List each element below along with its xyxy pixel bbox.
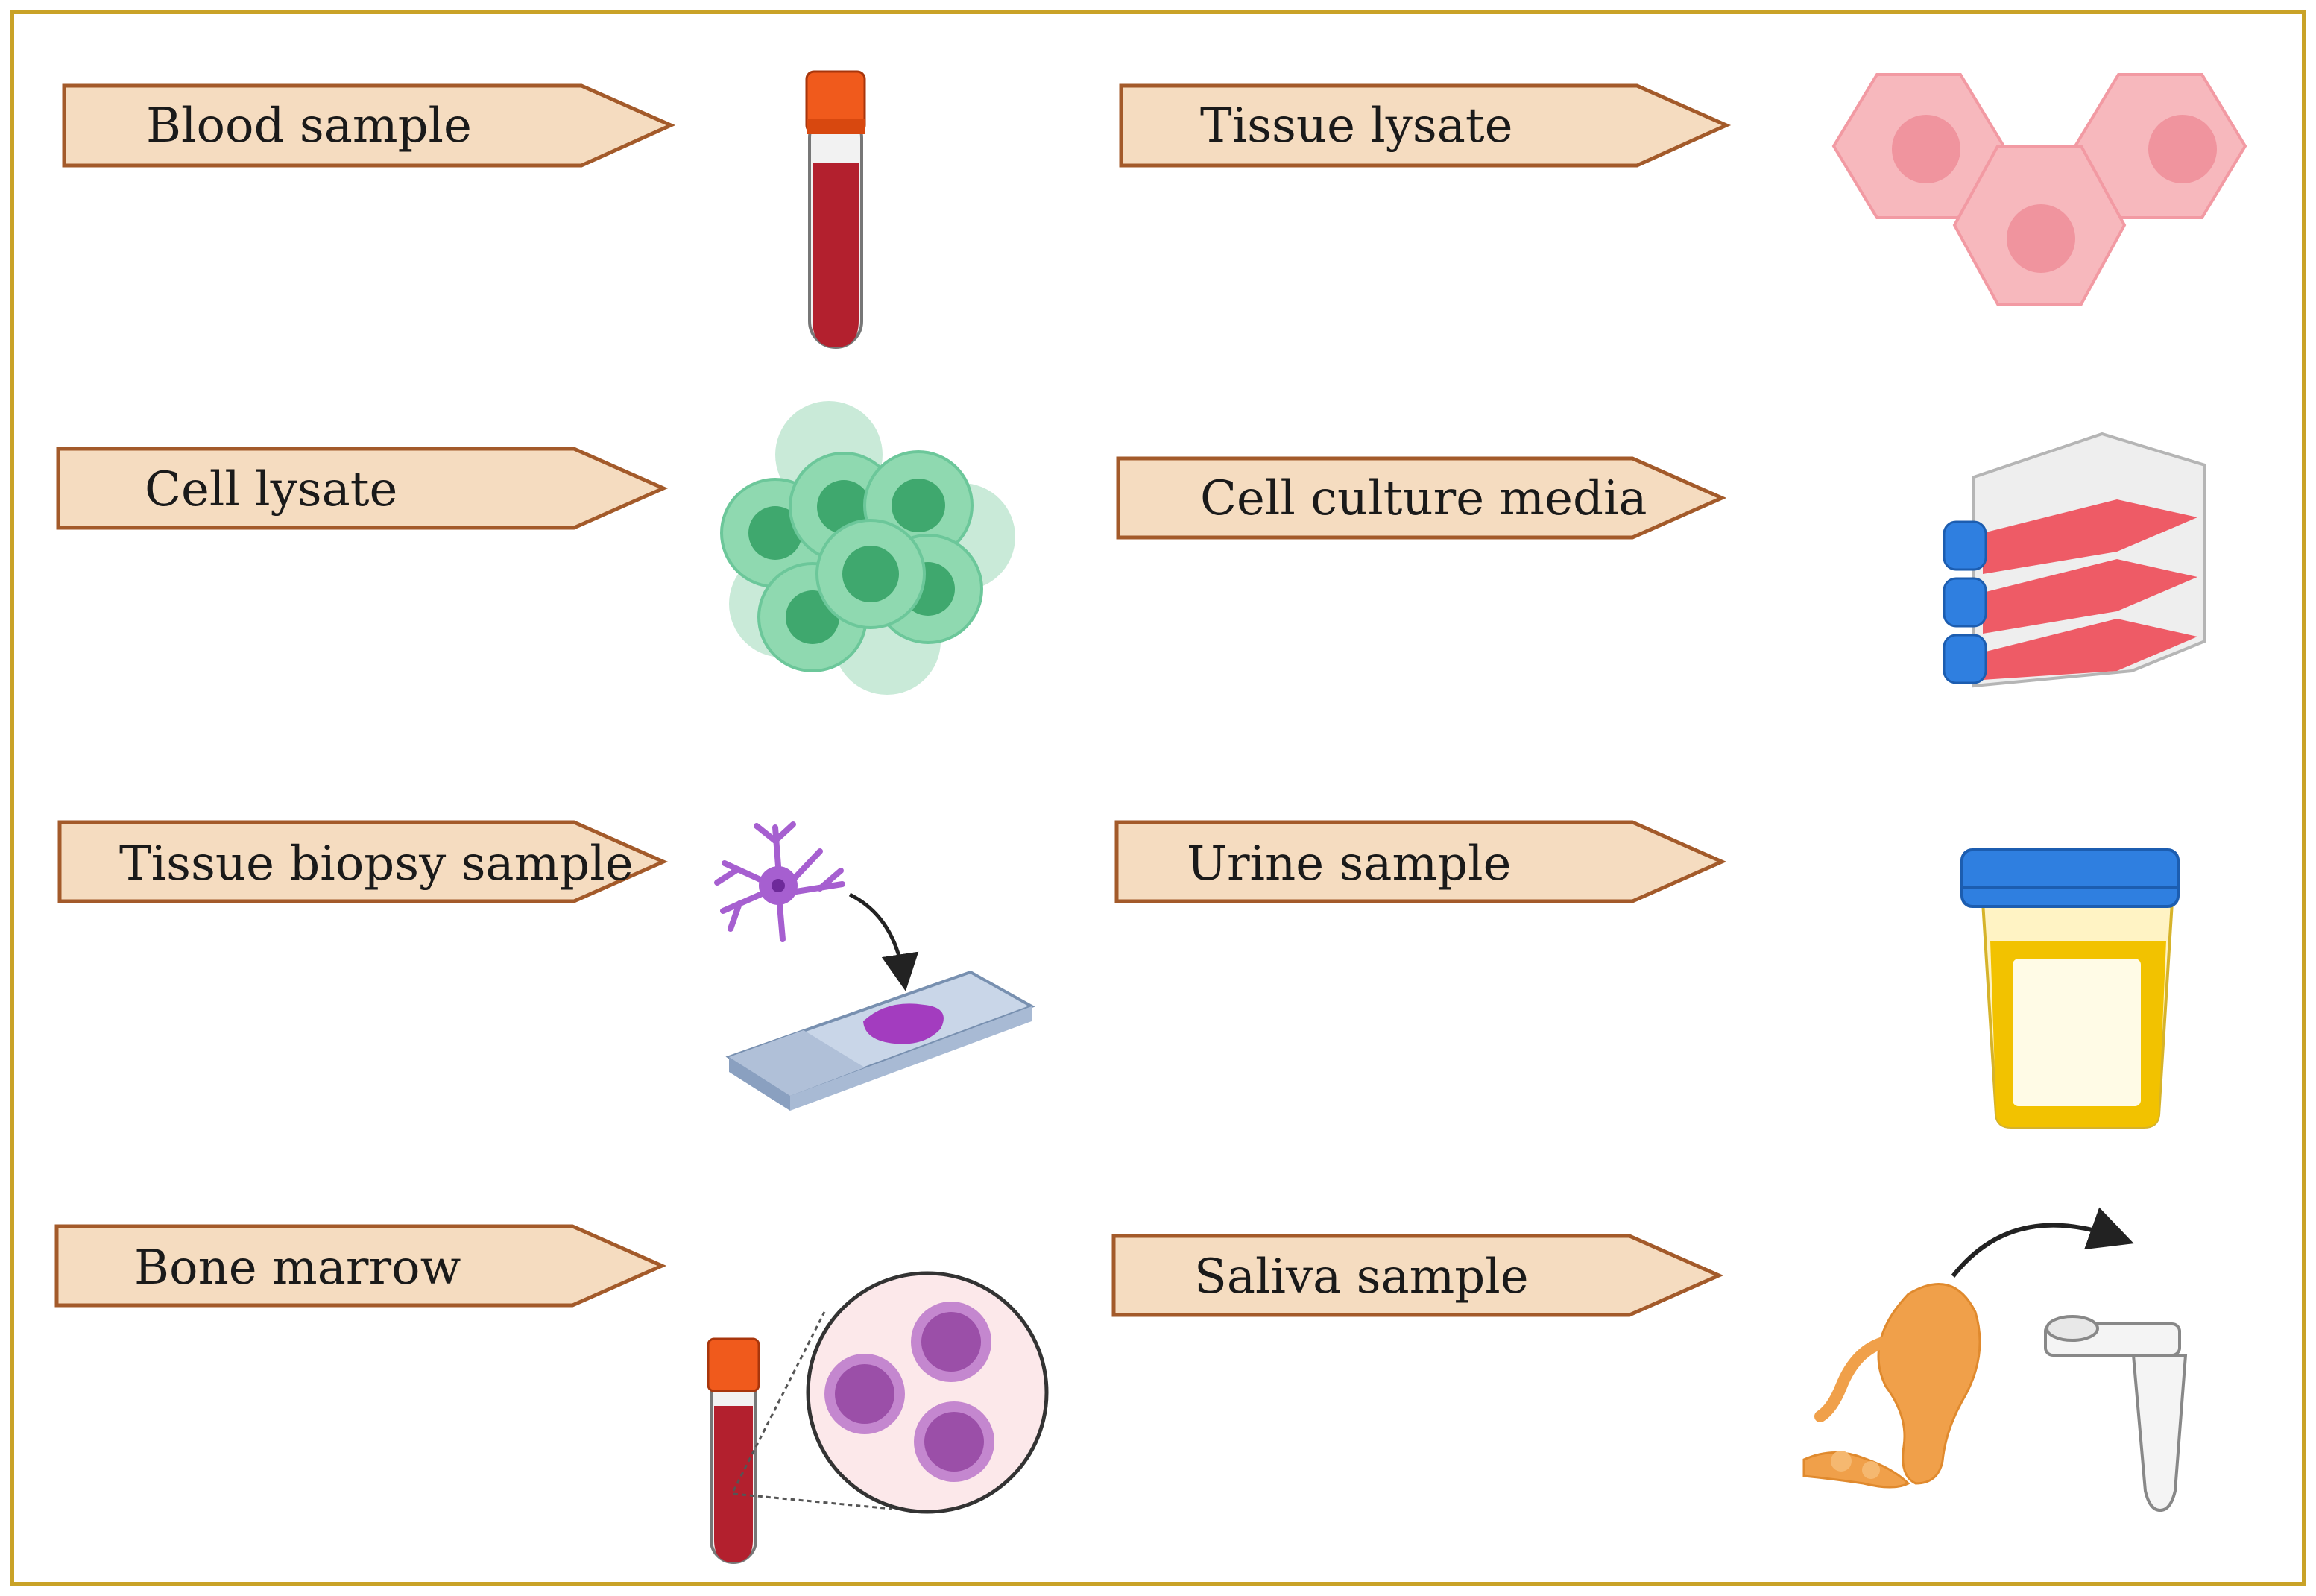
- label-cell-lysate: Cell lysate: [145, 462, 397, 517]
- tag-urine-sample: Urine sample: [1114, 820, 1727, 903]
- tag-cell-lysate: Cell lysate: [56, 447, 669, 530]
- blood-tube-icon: [805, 70, 866, 349]
- neuron-slide-icon: [714, 821, 1035, 1111]
- tag-tissue-lysate: Tissue lysate: [1119, 83, 1732, 168]
- label-saliva-sample: Saliva sample: [1194, 1249, 1529, 1305]
- label-tissue-lysate: Tissue lysate: [1200, 98, 1513, 154]
- cell-cluster-icon: [720, 401, 1015, 695]
- tag-cell-culture-media: Cell culture media: [1116, 456, 1727, 540]
- label-blood-sample: Blood sample: [146, 98, 472, 154]
- label-cell-culture-media: Cell culture media: [1200, 471, 1647, 526]
- tag-saliva-sample: Saliva sample: [1111, 1234, 1724, 1317]
- label-bone-marrow: Bone marrow: [134, 1240, 461, 1296]
- label-tissue-biopsy-sample: Tissue biopsy sample: [119, 836, 634, 892]
- tag-bone-marrow: Bone marrow: [54, 1224, 667, 1308]
- label-urine-sample: Urine sample: [1187, 836, 1511, 892]
- tag-tissue-biopsy-sample: Tissue biopsy sample: [57, 820, 669, 903]
- culture-flask-icon: [1943, 432, 2206, 688]
- tag-blood-sample: Blood sample: [62, 83, 676, 168]
- bone-marrow-icon: [707, 1271, 1049, 1564]
- salivary-gland-icon: [1802, 1207, 2188, 1513]
- tissue-cells-icon: [1831, 73, 2247, 306]
- urine-cup-icon: [1960, 848, 2180, 1129]
